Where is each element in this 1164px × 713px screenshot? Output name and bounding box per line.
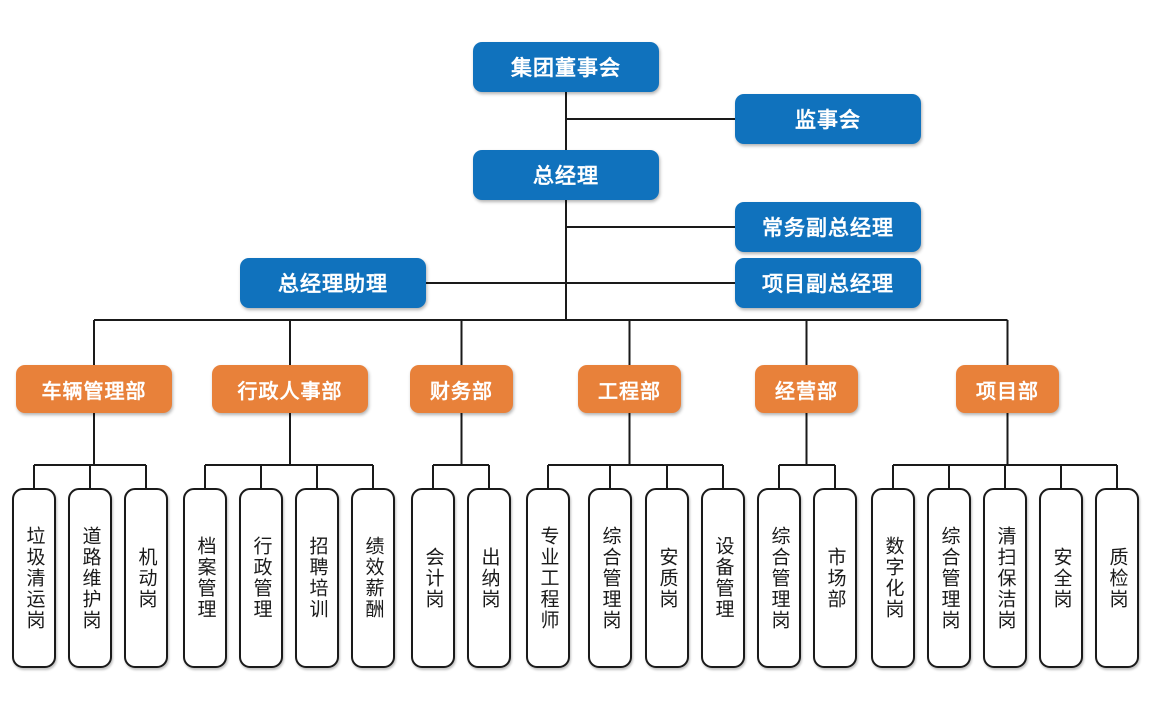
dept-node-vehicle-label: 车辆管理部	[41, 378, 147, 403]
position-node-finance-0-label: 会计岗	[422, 546, 445, 610]
position-node-admin-hr-2[interactable]: 招聘培训	[295, 488, 339, 668]
position-node-vehicle-2-label: 机动岗	[135, 546, 158, 610]
position-node-project-3[interactable]: 安全岗	[1039, 488, 1083, 668]
dept-node-finance-label: 财务部	[430, 378, 493, 403]
position-node-finance-1[interactable]: 出纳岗	[467, 488, 511, 668]
position-node-operations-0-label: 综合管理岗	[768, 525, 791, 631]
exec-node-board[interactable]: 集团董事会	[473, 42, 659, 92]
position-node-project-4[interactable]: 质检岗	[1095, 488, 1139, 668]
position-node-engineering-2[interactable]: 安质岗	[645, 488, 689, 668]
position-node-admin-hr-0[interactable]: 档案管理	[183, 488, 227, 668]
position-node-engineering-1-label: 综合管理岗	[599, 525, 622, 631]
exec-node-proj-dgm-label: 项目副总经理	[762, 272, 894, 296]
exec-node-gm-asst[interactable]: 总经理助理	[240, 258, 426, 308]
position-node-finance-0[interactable]: 会计岗	[411, 488, 455, 668]
position-node-engineering-3-label: 设备管理	[712, 536, 735, 620]
position-node-vehicle-1-label: 道路维护岗	[79, 525, 102, 631]
position-node-operations-0[interactable]: 综合管理岗	[757, 488, 801, 668]
position-node-project-2-label: 清扫保洁岗	[994, 525, 1017, 631]
exec-node-proj-dgm[interactable]: 项目副总经理	[735, 258, 921, 308]
position-node-engineering-0-label: 专业工程师	[537, 525, 560, 631]
dept-node-vehicle[interactable]: 车辆管理部	[16, 365, 172, 413]
position-node-vehicle-0-label: 垃圾清运岗	[23, 525, 46, 631]
position-node-admin-hr-0-label: 档案管理	[194, 536, 217, 620]
exec-node-exec-dgm-label: 常务副总经理	[762, 216, 894, 240]
exec-node-supervisor[interactable]: 监事会	[735, 94, 921, 144]
position-node-operations-1-label: 市场部	[824, 546, 847, 610]
position-node-project-2[interactable]: 清扫保洁岗	[983, 488, 1027, 668]
position-node-project-4-label: 质检岗	[1106, 546, 1129, 610]
position-node-engineering-2-label: 安质岗	[656, 546, 679, 610]
dept-node-operations[interactable]: 经营部	[755, 365, 858, 413]
exec-node-gm-asst-label: 总经理助理	[278, 272, 388, 296]
position-node-admin-hr-3-label: 绩效薪酬	[362, 536, 385, 620]
position-node-project-1[interactable]: 综合管理岗	[927, 488, 971, 668]
position-node-operations-1[interactable]: 市场部	[813, 488, 857, 668]
dept-node-admin-hr-label: 行政人事部	[237, 378, 343, 403]
position-node-engineering-0[interactable]: 专业工程师	[526, 488, 570, 668]
position-node-project-0[interactable]: 数字化岗	[871, 488, 915, 668]
dept-node-admin-hr[interactable]: 行政人事部	[212, 365, 368, 413]
exec-node-exec-dgm[interactable]: 常务副总经理	[735, 202, 921, 252]
dept-node-finance[interactable]: 财务部	[410, 365, 513, 413]
position-node-project-0-label: 数字化岗	[882, 536, 905, 620]
position-node-engineering-1[interactable]: 综合管理岗	[588, 488, 632, 668]
dept-node-engineering-label: 工程部	[598, 378, 661, 403]
position-node-admin-hr-1[interactable]: 行政管理	[239, 488, 283, 668]
position-node-project-3-label: 安全岗	[1050, 546, 1073, 610]
exec-node-gm[interactable]: 总经理	[473, 150, 659, 200]
dept-node-project-label: 项目部	[976, 378, 1039, 403]
position-node-vehicle-2[interactable]: 机动岗	[124, 488, 168, 668]
position-node-admin-hr-1-label: 行政管理	[250, 536, 273, 620]
position-node-engineering-3[interactable]: 设备管理	[701, 488, 745, 668]
position-node-admin-hr-2-label: 招聘培训	[306, 536, 329, 620]
exec-node-gm-label: 总经理	[533, 164, 599, 188]
exec-node-supervisor-label: 监事会	[795, 108, 861, 132]
dept-node-operations-label: 经营部	[775, 378, 838, 403]
dept-node-engineering[interactable]: 工程部	[578, 365, 681, 413]
position-node-project-1-label: 综合管理岗	[938, 525, 961, 631]
position-node-vehicle-0[interactable]: 垃圾清运岗	[12, 488, 56, 668]
exec-node-board-label: 集团董事会	[511, 56, 621, 80]
position-node-admin-hr-3[interactable]: 绩效薪酬	[351, 488, 395, 668]
position-node-vehicle-1[interactable]: 道路维护岗	[68, 488, 112, 668]
dept-node-project[interactable]: 项目部	[956, 365, 1059, 413]
position-node-finance-1-label: 出纳岗	[478, 546, 501, 610]
